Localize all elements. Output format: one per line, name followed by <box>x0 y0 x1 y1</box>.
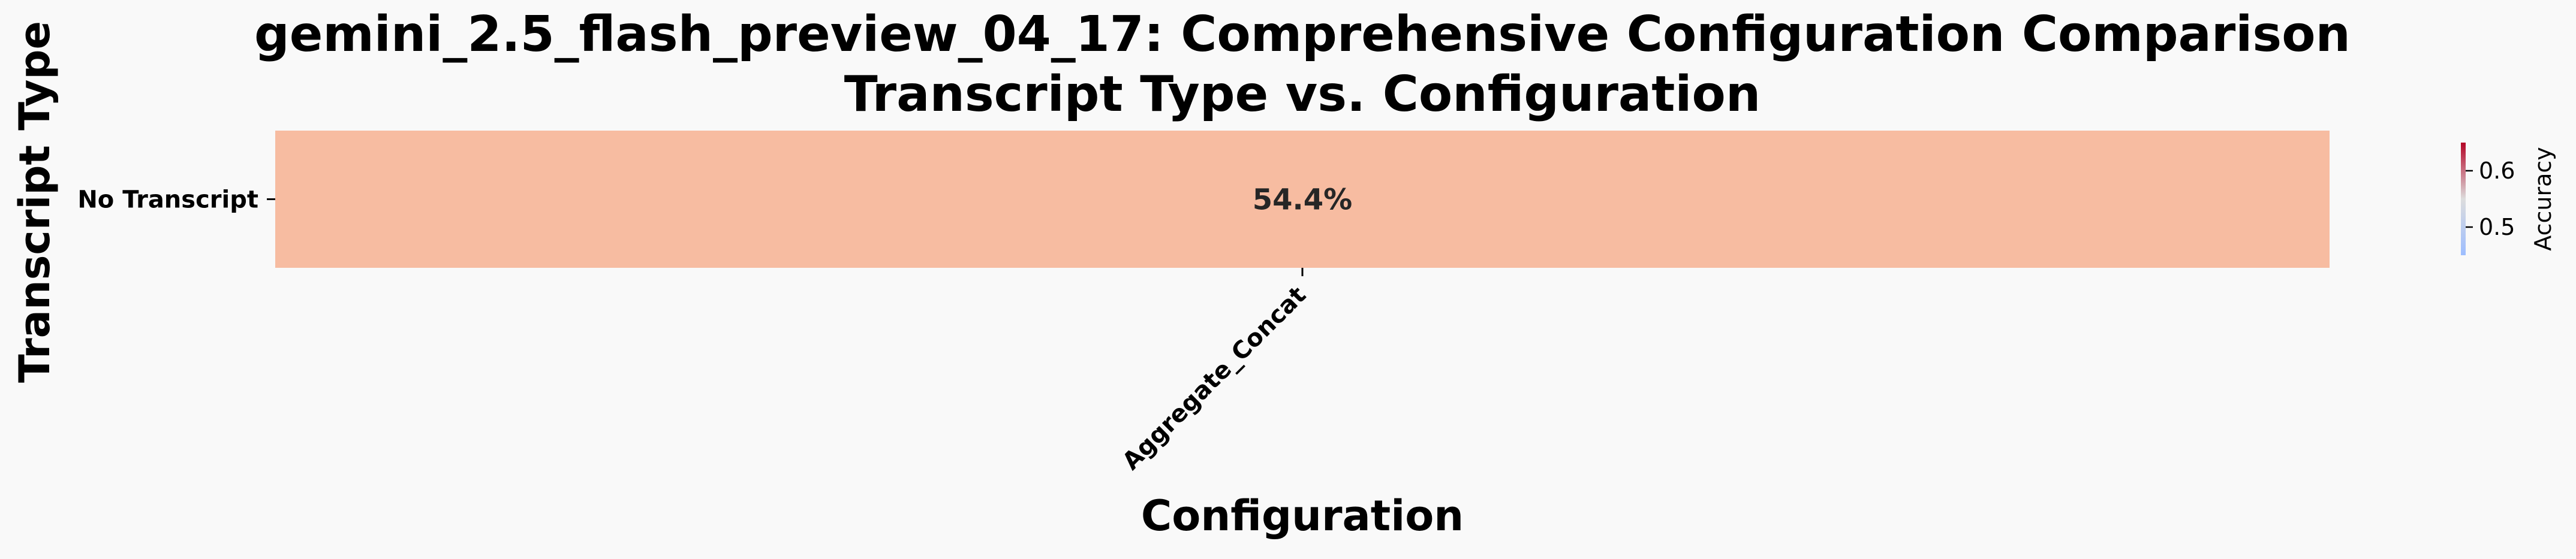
colorbar-ticks: 0.5 0.6 <box>2466 158 2515 240</box>
colorbar: 0.5 0.6 Accuracy <box>2461 143 2556 255</box>
chart-title-line-1: gemini_2.5_flash_preview_04_17: Comprehe… <box>254 6 2351 63</box>
colorbar-tick-label: 0.6 <box>2479 158 2515 184</box>
x-axis-label: Configuration <box>1141 491 1464 540</box>
heatmap-cell <box>275 131 2330 268</box>
chart-title-line-2: Transcript Type vs. Configuration <box>844 66 1761 123</box>
heatmap-cells: 54.4% <box>275 131 2330 268</box>
y-axis-ticks: No Transcript <box>77 186 275 214</box>
colorbar-gradient <box>2461 143 2466 255</box>
y-axis-label: Transcript Type <box>10 21 59 383</box>
colorbar-tick-label: 0.5 <box>2479 214 2515 240</box>
colorbar-label: Accuracy <box>2530 147 2556 251</box>
heatmap-cell-label: 54.4% <box>1253 183 1353 217</box>
y-tick-label: No Transcript <box>77 186 258 214</box>
